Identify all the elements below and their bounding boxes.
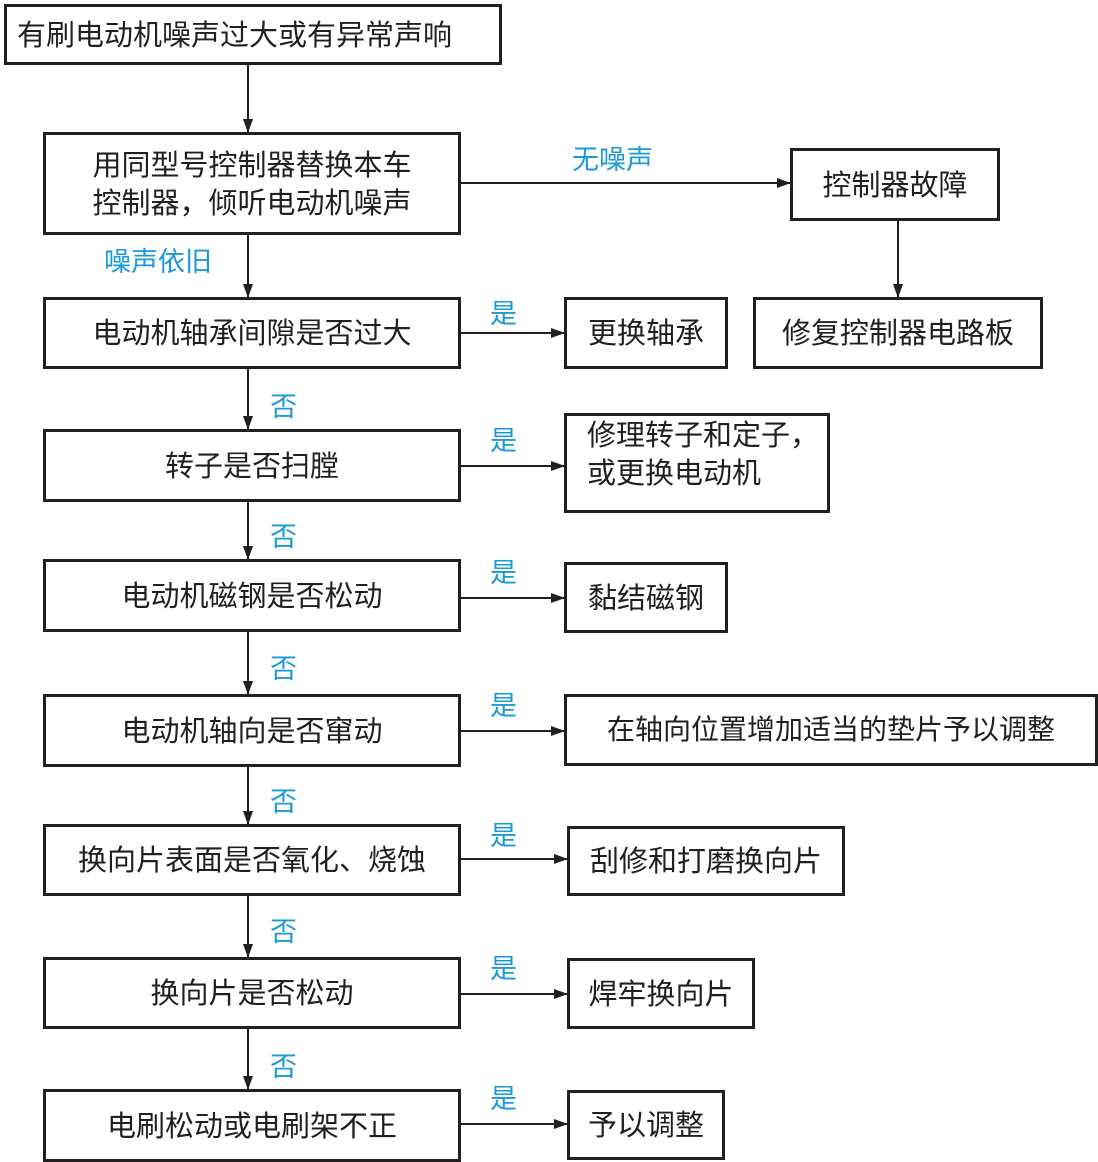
label-yes-loose: 是 xyxy=(490,954,517,985)
node-start: 有刷电动机噪声过大或有异常声响 xyxy=(4,4,502,65)
node-a-rotor: 修理转子和定子， 或更换电动机 xyxy=(564,413,830,513)
node-q-brush: 电刷松动或电刷架不正 xyxy=(43,1089,461,1162)
node-swap-controller-line1: 用同型号控制器替换本车 xyxy=(92,147,412,182)
node-a-magnet: 黏结磁钢 xyxy=(564,562,728,633)
label-yes-surface: 是 xyxy=(490,821,517,852)
node-repair-board: 修复控制器电路板 xyxy=(753,297,1043,369)
node-q-bearing: 电动机轴承间隙是否过大 xyxy=(43,297,461,369)
label-no-axial: 否 xyxy=(270,787,297,818)
node-a-axial: 在轴向位置增加适当的垫片予以调整 xyxy=(564,694,1098,766)
node-swap-controller: 用同型号控制器替换本车 控制器，倾听电动机噪声 xyxy=(43,132,461,235)
label-no-noise: 无噪声 xyxy=(572,145,653,176)
label-yes-axial: 是 xyxy=(490,691,517,722)
label-no-bearing: 否 xyxy=(270,392,297,423)
node-a-commutator-surface: 刮修和打磨换向片 xyxy=(567,826,845,896)
label-no-rotor: 否 xyxy=(270,522,297,553)
node-q-axial: 电动机轴向是否窜动 xyxy=(43,694,461,767)
node-a-commutator-loose: 焊牢换向片 xyxy=(567,958,755,1029)
label-no-magnet: 否 xyxy=(270,654,297,685)
label-yes-rotor: 是 xyxy=(490,426,517,457)
node-q-rotor: 转子是否扫膛 xyxy=(43,429,461,502)
node-swap-controller-line2: 控制器，倾听电动机噪声 xyxy=(92,185,412,220)
label-no-surface: 否 xyxy=(270,917,297,948)
node-a-rotor-line1: 修理转子和定子， xyxy=(587,418,820,452)
node-controller-fault: 控制器故障 xyxy=(790,148,1000,221)
label-yes-magnet: 是 xyxy=(490,558,517,589)
node-a-rotor-line2: 或更换电动机 xyxy=(587,456,762,490)
node-a-bearing: 更换轴承 xyxy=(564,297,728,369)
node-a-brush: 予以调整 xyxy=(567,1090,725,1160)
label-noise-remains: 噪声依旧 xyxy=(104,247,212,278)
label-yes-brush: 是 xyxy=(490,1084,517,1115)
label-yes-bearing: 是 xyxy=(490,299,517,330)
node-q-commutator-surface: 换向片表面是否氧化、烧蚀 xyxy=(43,824,461,896)
node-q-commutator-loose: 换向片是否松动 xyxy=(43,957,461,1029)
label-no-loose: 否 xyxy=(270,1052,297,1083)
node-q-magnet: 电动机磁钢是否松动 xyxy=(43,559,461,632)
